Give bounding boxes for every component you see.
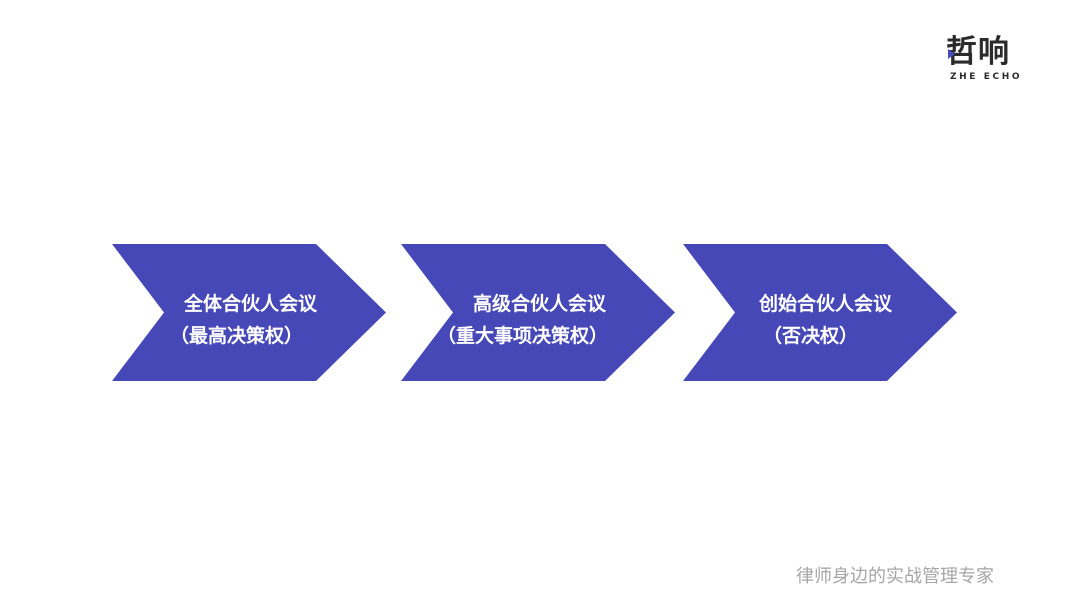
flow-step-subtitle: （否决权）	[763, 325, 859, 347]
flow-step-title: 高级合伙人会议	[473, 293, 607, 315]
flow-step-title: 全体合伙人会议	[184, 293, 318, 315]
brand-logo: 哲响 ZHE ECHO	[946, 34, 1036, 86]
flow-step-subtitle: （最高决策权）	[170, 325, 304, 347]
flow-step-subtitle: （重大事项决策权）	[437, 325, 609, 347]
flow-step-3: 创始合伙人会议 （否决权）	[683, 244, 957, 381]
flow-step-2: 高级合伙人会议 （重大事项决策权）	[401, 244, 675, 381]
logo-mark-text: 哲响	[946, 34, 1010, 70]
logo-accent-icon	[948, 49, 955, 59]
flow-step-1: 全体合伙人会议 （最高决策权）	[112, 244, 386, 381]
chevron-arrow-shape	[683, 244, 957, 381]
logo-sub-text: ZHE ECHO	[950, 72, 1023, 82]
footer-tagline: 律师身边的实战管理专家	[796, 566, 994, 587]
chevron-arrow-shape	[112, 244, 386, 381]
chevron-arrow-shape	[401, 244, 675, 381]
flow-step-title: 创始合伙人会议	[759, 293, 893, 315]
